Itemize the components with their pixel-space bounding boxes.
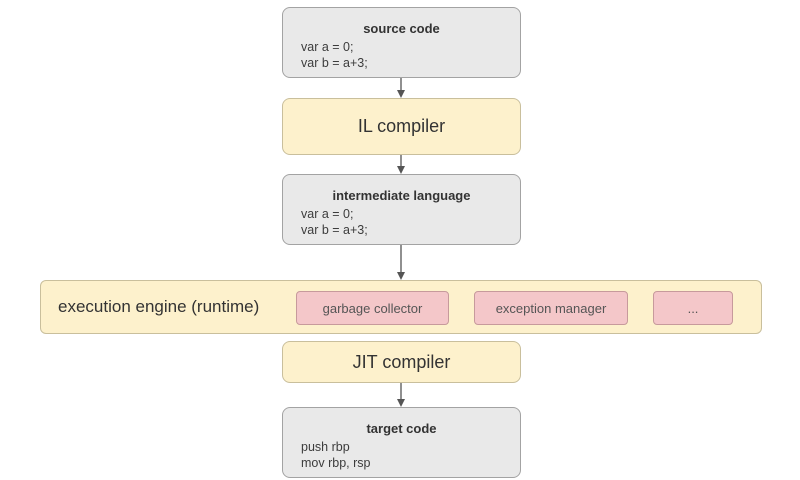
target-code-title: target code (366, 421, 437, 436)
target-code-box: target code push rbp mov rbp, rsp (282, 407, 521, 478)
target-code-line: mov rbp, rsp (301, 456, 371, 470)
source-code-box: source code var a = 0; var b = a+3; (282, 7, 521, 78)
garbage-collector-component: garbage collector (296, 291, 449, 325)
intermediate-language-line: var a = 0; (301, 207, 354, 221)
il-compiler-label: IL compiler (357, 116, 446, 136)
intermediate-language-lines: var a = 0; var b = a+3; (301, 206, 520, 238)
target-code-line: push rbp (301, 440, 350, 454)
intermediate-language-box: intermediate language var a = 0; var b =… (282, 174, 521, 245)
source-code-line: var b = a+3; (301, 56, 368, 70)
il-compiler-box: IL compiler (282, 98, 521, 155)
more-components-placeholder: ... (653, 291, 733, 325)
intermediate-language-line: var b = a+3; (301, 223, 368, 237)
execution-engine-label: execution engine (runtime) (58, 297, 260, 316)
exception-manager-component: exception manager (474, 291, 628, 325)
jit-compiler-box: JIT compiler (282, 341, 521, 383)
jit-compiler-label: JIT compiler (352, 351, 451, 372)
source-code-title: source code (363, 21, 440, 36)
source-code-lines: var a = 0; var b = a+3; (301, 39, 520, 71)
execution-engine-box: execution engine (runtime) garbage colle… (40, 280, 762, 334)
target-code-lines: push rbp mov rbp, rsp (301, 439, 520, 471)
intermediate-language-title: intermediate language (332, 188, 471, 203)
source-code-line: var a = 0; (301, 40, 354, 54)
